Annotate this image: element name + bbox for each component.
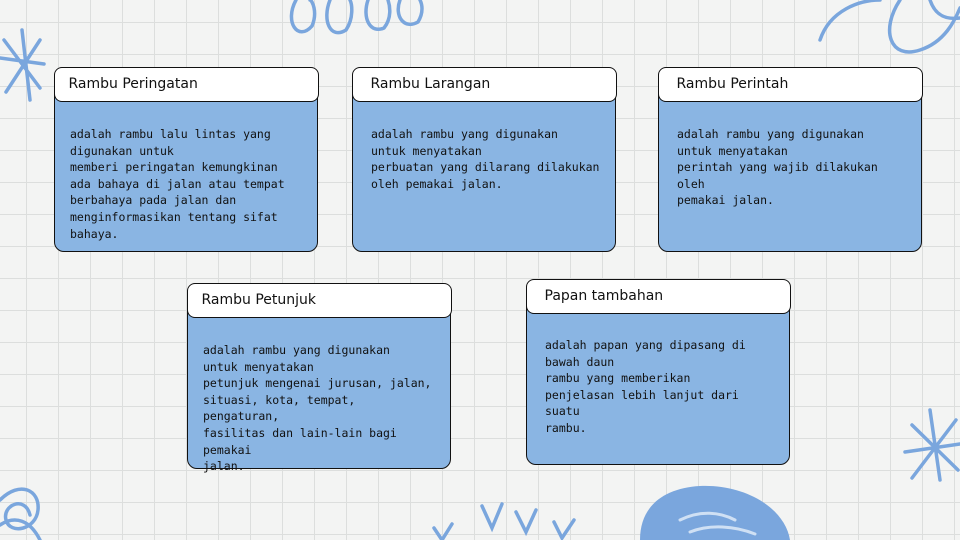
card-description: adalah rambu lalu lintas yang digunakan … — [70, 127, 285, 241]
card-title: Rambu Peringatan — [53, 66, 319, 102]
card-title: Rambu Perintah — [657, 66, 923, 102]
loop-doodle — [396, 0, 424, 26]
star-doodle — [0, 28, 46, 102]
blob-doodle — [640, 485, 790, 540]
card-description: adalah rambu yang digunakan untuk menyat… — [371, 127, 600, 191]
card-rambu-larangan: Rambu Larangan adalah rambu yang digunak… — [351, 66, 617, 252]
card-description: adalah rambu yang digunakan untuk menyat… — [203, 343, 432, 474]
star-doodle — [903, 408, 960, 482]
card-rambu-petunjuk: Rambu Petunjuk adalah rambu yang digunak… — [186, 282, 452, 473]
loop-doodle — [364, 0, 392, 31]
chevron-doodle — [432, 502, 576, 540]
card-rambu-peringatan: Rambu Peringatan adalah rambu lalu linta… — [53, 66, 319, 252]
card-description: adalah rambu yang digunakan untuk menyat… — [677, 127, 878, 208]
card-description: adalah papan yang dipasang di bawah daun… — [545, 338, 746, 435]
curl-doodle — [818, 0, 960, 54]
card-title: Papan tambahan — [525, 278, 791, 314]
card-rambu-perintah: Rambu Perintah adalah rambu yang digunak… — [657, 66, 923, 252]
loop-doodle — [325, 0, 354, 35]
card-title: Rambu Petunjuk — [186, 282, 452, 318]
loop-doodle — [289, 0, 317, 34]
card-title: Rambu Larangan — [351, 66, 617, 102]
card-papan-tambahan: Papan tambahan adalah papan yang dipasan… — [525, 278, 791, 465]
scribble-doodle — [0, 487, 42, 540]
